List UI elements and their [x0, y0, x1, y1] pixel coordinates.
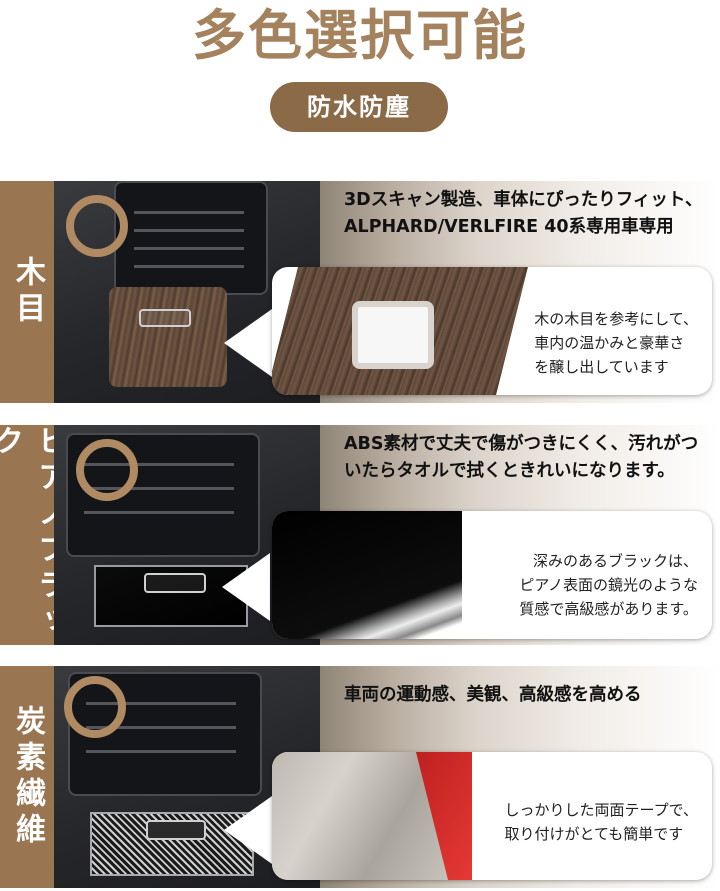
- caption-line: ピアノ表面の鏡光のような: [519, 576, 698, 594]
- caption-line: 質感で高級感があります。: [519, 600, 698, 618]
- callout-caption: 深みのあるブラックは、 ピアノ表面の鏡光のような 質感で高級感があります。: [519, 549, 698, 621]
- callout-pointer: [224, 796, 272, 864]
- callout-box: [272, 267, 712, 395]
- vent-slat: [86, 702, 236, 705]
- caption-line: しっかりした両面テープで、: [504, 801, 698, 819]
- vent-slat: [134, 265, 244, 268]
- callout-pointer: [224, 309, 272, 377]
- section-carbon-fiber: 炭素繊維 車両の運動感、美観、高級感を高める しっかりした両面テープで、 取り付…: [0, 666, 720, 888]
- section-heading: 3Dスキャン製造、車体にぴったりフィット、ALPHARD/VERLFIRE 40…: [344, 190, 703, 237]
- waterproof-badge: 防水防塵: [270, 82, 448, 132]
- callout-box: [272, 511, 712, 639]
- caption-line: 木の木目を参考にして、: [534, 310, 698, 328]
- caption-line: 深みのあるブラックは、: [532, 552, 698, 570]
- callout-pointer: [222, 553, 270, 621]
- carbon-panel: [90, 812, 254, 876]
- closeup-cutout: [352, 301, 434, 369]
- vent-slat: [134, 211, 244, 214]
- section-piano-black: ピアノブラック ABS素材で丈夫で傷がつきにくく、汚れがついたらタオルで拭くとき…: [0, 425, 720, 645]
- callout-caption: 木の木目を参考にして、 車内の温かみと豪華さ を醸し出しています: [534, 307, 698, 379]
- vent-slat: [134, 247, 244, 250]
- section-side-label: 木目: [0, 181, 54, 403]
- highlight-ring: [66, 195, 128, 257]
- highlight-ring: [64, 676, 126, 738]
- panel-handle: [146, 820, 206, 840]
- callout-caption: しっかりした両面テープで、 取り付けがとても簡単です: [504, 798, 698, 846]
- black-closeup: [272, 511, 462, 639]
- section-label: 木目: [10, 256, 45, 328]
- caption-line: 取り付けがとても簡単です: [504, 825, 684, 843]
- console-vent-frame: [114, 181, 268, 295]
- caption-line: を醸し出しています: [534, 358, 669, 376]
- callout-box: [272, 752, 712, 880]
- section-label: 炭素繊維: [10, 705, 45, 849]
- vent-slat: [84, 463, 234, 466]
- section-side-label: 炭素繊維: [0, 666, 54, 888]
- vent-slat: [84, 487, 234, 490]
- highlight-ring: [76, 439, 138, 501]
- section-wood-grain: 木目 3Dスキャン製造、車体にぴったりフィット、ALPHARD/VERLFIRE…: [0, 181, 720, 403]
- section-side-label: ピアノブラック: [0, 425, 67, 645]
- page-title: 多色選択可能: [192, 4, 528, 67]
- vent-slat: [84, 511, 234, 514]
- panel-handle: [139, 309, 191, 327]
- wood-panel: [109, 287, 227, 387]
- vent-slat: [86, 726, 236, 729]
- vent-slat: [86, 750, 236, 753]
- panel-handle: [144, 573, 206, 593]
- section-heading: ABS素材で丈夫で傷がつきにくく、汚れがついたらタオルで拭くときれいになります。: [344, 434, 699, 481]
- caption-line: 車内の温かみと豪華さ: [534, 334, 685, 352]
- vent-slat: [134, 229, 244, 232]
- section-heading: 車両の運動感、美観、高級感を高める: [344, 685, 642, 705]
